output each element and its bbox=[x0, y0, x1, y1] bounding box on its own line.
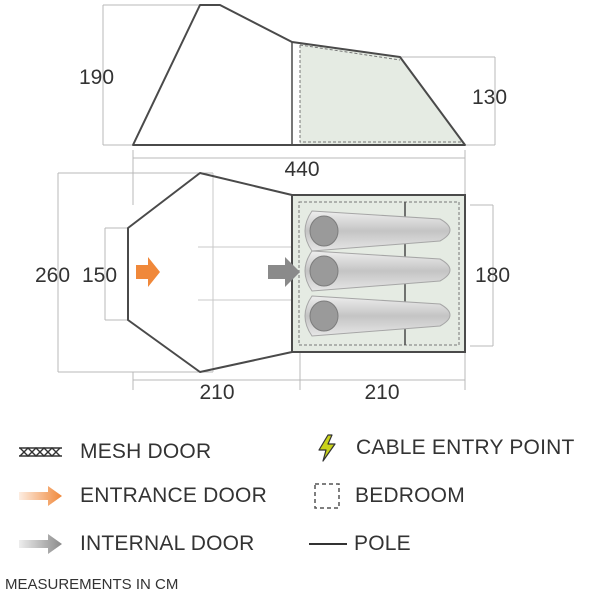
floor-plan: 260 150 180 210 210 bbox=[35, 172, 510, 404]
legend-pole: POLE bbox=[308, 529, 411, 559]
side-bedroom-area bbox=[300, 42, 465, 145]
side-elevation: 190 130 440 bbox=[79, 4, 507, 205]
legend-bedroom-label: BEDROOM bbox=[355, 484, 465, 507]
dim-total-width: 260 bbox=[35, 264, 70, 287]
dim-front-height: 190 bbox=[79, 66, 114, 89]
internal-door-icon bbox=[19, 534, 62, 554]
tent-floorplan-diagram: 190 130 440 bbox=[35, 4, 510, 404]
internal-door-arrow bbox=[268, 257, 300, 287]
pole-line-icon bbox=[309, 543, 347, 545]
dim-total-length: 440 bbox=[284, 158, 319, 181]
legend-mesh-door: MESH DOOR bbox=[18, 437, 211, 467]
entrance-door-arrow bbox=[136, 257, 160, 287]
dim-bedroom-length: 210 bbox=[364, 381, 399, 404]
bedroom-icon bbox=[314, 483, 340, 509]
entrance-door-icon bbox=[19, 486, 62, 506]
legend-cable-entry: CABLE ENTRY POINT bbox=[316, 433, 575, 463]
lightning-bolt-icon bbox=[318, 434, 336, 462]
legend-cable-entry-label: CABLE ENTRY POINT bbox=[356, 436, 575, 459]
legend-internal-door: INTERNAL DOOR bbox=[18, 529, 255, 559]
dim-rear-height: 130 bbox=[472, 86, 507, 109]
dim-porch-width: 150 bbox=[82, 264, 117, 287]
legend-bedroom: BEDROOM bbox=[313, 481, 465, 511]
legend-entrance-door-label: ENTRANCE DOOR bbox=[80, 484, 267, 507]
sleeping-bag-2 bbox=[304, 250, 451, 292]
dim-porch-length: 210 bbox=[199, 381, 234, 404]
mesh-door-icon bbox=[19, 447, 62, 457]
legend-mesh-door-label: MESH DOOR bbox=[80, 440, 212, 463]
legend-pole-label: POLE bbox=[354, 532, 411, 555]
measurements-footnote: MEASUREMENTS IN CM bbox=[5, 576, 179, 593]
legend-entrance-door: ENTRANCE DOOR bbox=[18, 481, 267, 511]
legend-internal-door-label: INTERNAL DOOR bbox=[80, 532, 255, 555]
sleeping-bag-1 bbox=[304, 210, 451, 252]
dim-bedroom-width: 180 bbox=[475, 264, 510, 287]
legend: MESH DOOR ENTRANCE DOOR INTERNAL DOO bbox=[0, 425, 600, 600]
sleeping-bag-3 bbox=[304, 295, 451, 337]
